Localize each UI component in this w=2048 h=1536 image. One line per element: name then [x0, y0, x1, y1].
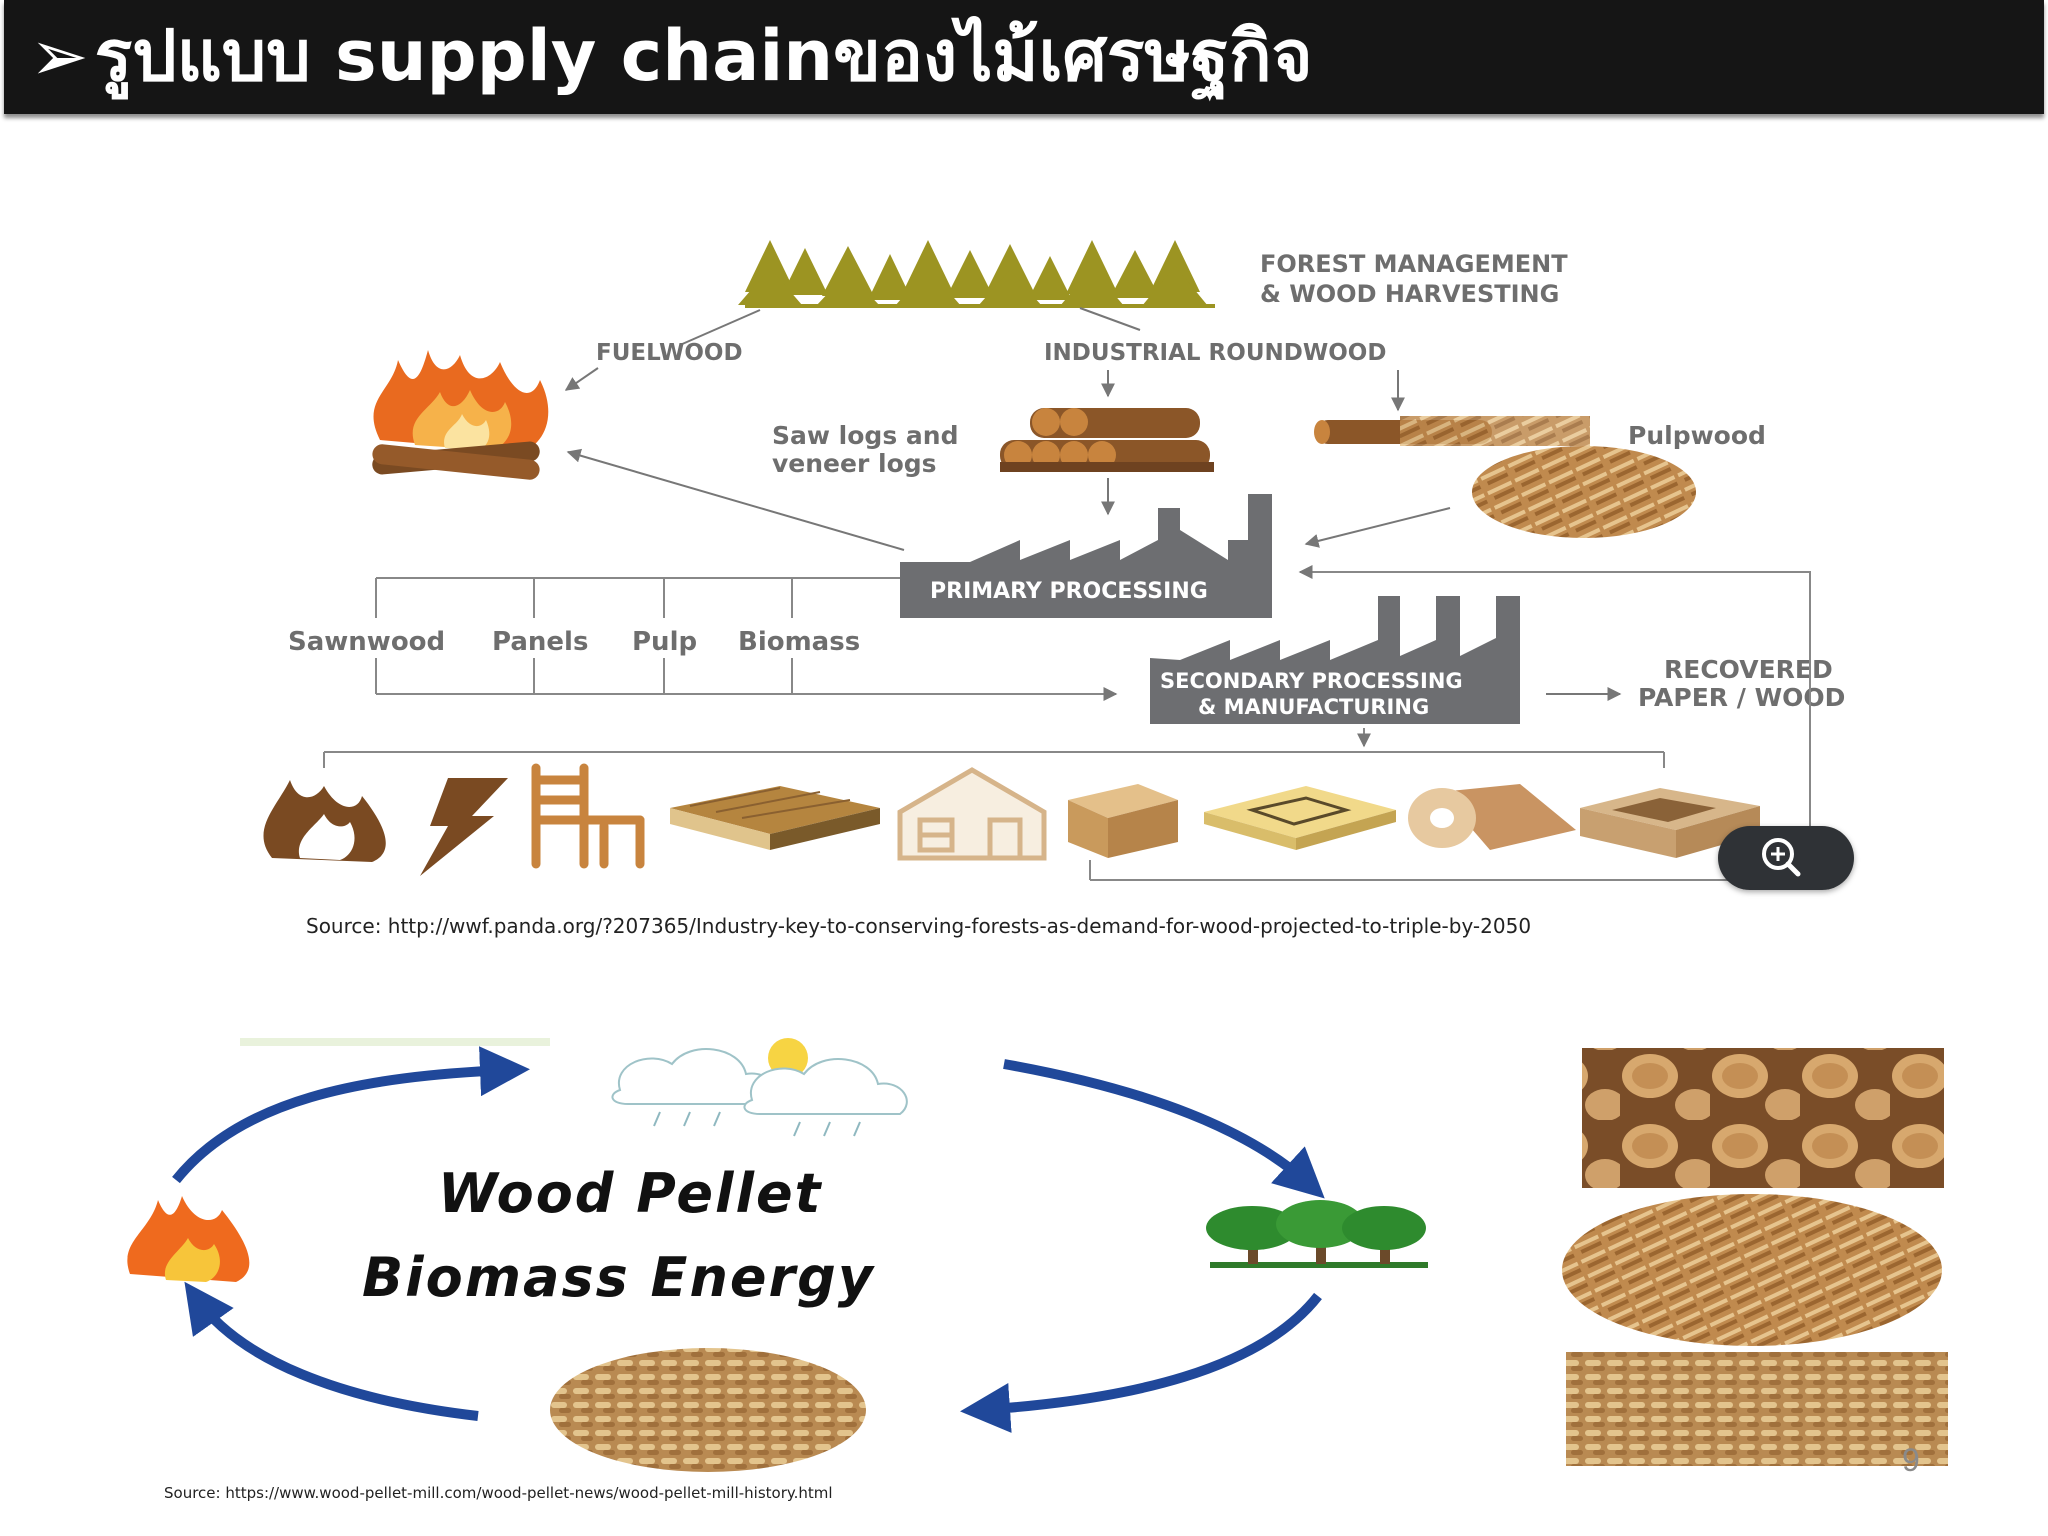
pellet-title-line1: Wood Pellet	[438, 1162, 823, 1225]
forest-trees-icon	[738, 240, 1215, 308]
secondary-label-line1: SECONDARY PROCESSING	[1160, 669, 1463, 693]
house-icon	[897, 767, 1047, 861]
cycle-arrow-top-right	[1003, 1059, 1325, 1199]
saw-logs-label-line2: veneer logs	[772, 449, 937, 478]
pulpwood-label: Pulpwood	[1628, 421, 1766, 450]
greenery-strip	[240, 1038, 550, 1046]
fire-icon	[263, 780, 386, 862]
recovered-label-line2: PAPER / WOOD	[1638, 683, 1845, 712]
page-number: 9	[1902, 1442, 1920, 1478]
bullet-arrow-icon: ➢	[30, 15, 89, 97]
recovered-label-line1: RECOVERED	[1664, 655, 1833, 684]
slide-title: ➢รูปแบบ supply chainของไม้เศรษฐกิจ	[30, 8, 1313, 104]
supply-chain-source: Source: http://wwf.panda.org/?207365/Ind…	[306, 914, 1532, 938]
industrial-roundwood-label: INDUSTRIAL ROUNDWOOD	[1044, 340, 1386, 366]
secondary-processing-factory	[1150, 596, 1520, 724]
arrow-primary-fuel	[566, 448, 905, 551]
recovered-return-line	[1298, 565, 1811, 846]
chair-icon	[531, 763, 645, 869]
log-stack-photo	[1582, 1048, 1944, 1188]
cycle-arrow-bottom-right	[960, 1292, 1322, 1433]
secondary-label-line2: & MANUFACTURING	[1198, 695, 1429, 719]
log-pile-icon	[1000, 408, 1214, 472]
forest-label-line2: & WOOD HARVESTING	[1260, 280, 1559, 308]
cycle-arrow-top-left	[172, 1046, 530, 1184]
slide-title-text: รูปแบบ supply chainของไม้เศรษฐกิจ	[94, 15, 1313, 97]
pellet-pile-image	[550, 1348, 866, 1472]
pellets-photo	[1566, 1352, 1948, 1466]
arrow-to-roundwood	[1079, 307, 1141, 331]
energy-icon	[420, 778, 508, 876]
primary-processing-label: PRIMARY PROCESSING	[930, 579, 1208, 604]
zoom-in-button[interactable]	[1718, 826, 1854, 890]
flame-icon	[127, 1196, 250, 1282]
product-branch-lines	[375, 577, 1118, 701]
forest-label-line1: FOREST MANAGEMENT	[1260, 250, 1568, 278]
end-products-row	[263, 763, 1760, 876]
pulpwood-icon	[1314, 416, 1696, 538]
primary-products-list: Sawnwood Panels Pulp Biomass	[288, 627, 860, 657]
green-trees-icon	[1206, 1200, 1428, 1268]
campfire-icon	[372, 350, 549, 480]
product-biomass: Biomass	[738, 627, 860, 657]
product-sawnwood: Sawnwood	[288, 627, 445, 657]
primary-processing-factory	[900, 494, 1272, 618]
wood-chips-photo	[1562, 1194, 1942, 1346]
supply-chain-diagram: FOREST MANAGEMENT & WOOD HARVESTING FUEL…	[263, 240, 1845, 881]
saw-logs-label-line1: Saw logs and	[772, 421, 958, 450]
plywood-icon	[670, 786, 880, 850]
paper-roll-icon	[1408, 784, 1576, 850]
arrow-pulpwood-primary	[1304, 507, 1451, 548]
product-panels: Panels	[492, 627, 588, 657]
fuelwood-label: FUELWOOD	[596, 340, 743, 366]
end-product-branch	[323, 728, 1810, 881]
pellet-title-line2: Biomass Energy	[362, 1246, 875, 1309]
zoom-in-icon	[1762, 838, 1801, 877]
rain-cloud-icon	[611, 1038, 908, 1137]
paper-sheet-icon	[1204, 786, 1396, 850]
arrow-to-fuelwood	[679, 309, 761, 346]
box-icon	[1580, 788, 1760, 858]
pellet-source: Source: https://www.wood-pellet-mill.com…	[164, 1484, 833, 1502]
title-bar: ➢รูปแบบ supply chainของไม้เศรษฐกิจ	[4, 0, 2044, 114]
fuelwood-arrow	[564, 367, 599, 391]
product-pulp: Pulp	[632, 627, 697, 657]
wood-pellet-cycle	[127, 1038, 1948, 1472]
cycle-arrow-bottom-left	[184, 1281, 479, 1421]
carton-icon	[1068, 784, 1178, 858]
